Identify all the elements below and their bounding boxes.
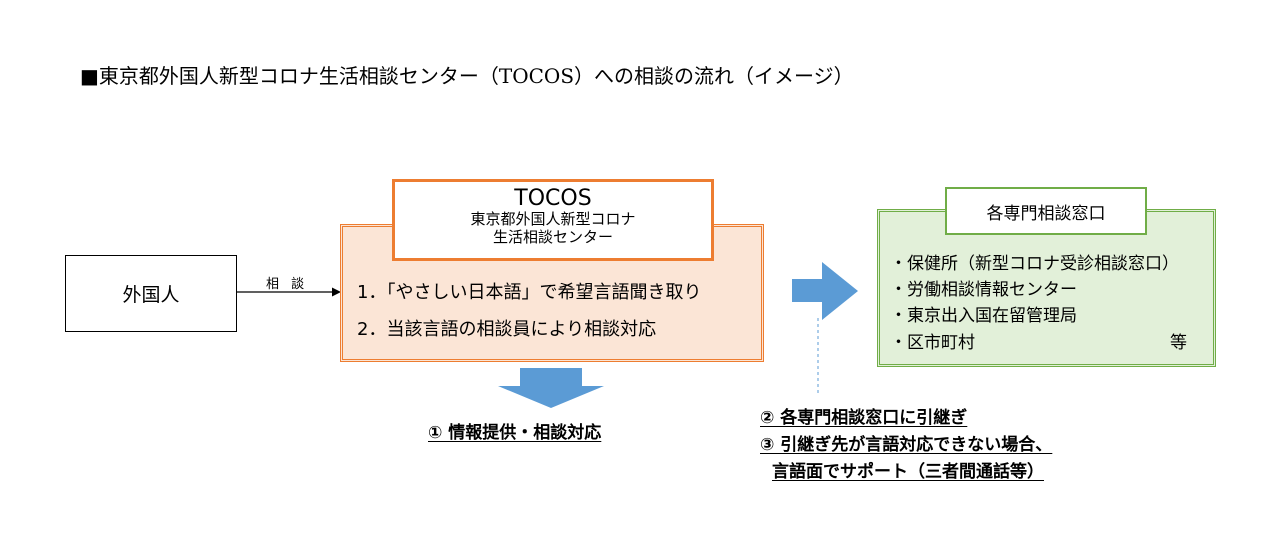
specialist-item: ・労働相談情報センター <box>890 280 1077 300</box>
page-title: ■東京都外国人新型コロナ生活相談センター（TOCOS）への相談の流れ（イメージ） <box>80 64 854 88</box>
specialist-item: ・東京出入国在留管理局 <box>890 306 1077 326</box>
note-language-support-1: ③ 引継ぎ先が言語対応できない場合、 <box>760 435 1053 455</box>
tocos-header: TOCOS 東京都外国人新型コロナ 生活相談センター <box>392 179 714 261</box>
note-info-provision: ① 情報提供・相談対応 <box>428 423 602 443</box>
consult-arrow-label: 相 談 <box>266 277 309 292</box>
dashed-connector <box>817 318 819 394</box>
foreigner-label: 外国人 <box>122 284 180 306</box>
specialist-item: ・区市町村 <box>890 333 975 353</box>
tocos-subtitle-line1: 東京都外国人新型コロナ <box>470 210 636 229</box>
consult-arrow <box>236 287 341 297</box>
tocos-name: TOCOS <box>514 186 592 211</box>
specialist-item: ・保健所（新型コロナ受診相談窓口） <box>890 254 1179 274</box>
tocos-subtitle-line2: 生活相談センター <box>492 227 613 246</box>
tocos-step-1: 1．「やさしい日本語」で希望言語聞き取り <box>357 282 702 303</box>
specialist-header: 各専門相談窓口 <box>945 187 1147 235</box>
specialist-header-label: 各専門相談窓口 <box>986 203 1106 224</box>
down-arrow <box>498 368 604 408</box>
tocos-step-2: 2．当該言語の相談員により相談対応 <box>357 319 657 340</box>
right-arrow <box>792 262 858 320</box>
note-handover: ② 各専門相談窓口に引継ぎ <box>760 408 968 428</box>
note-language-support-2: 言語面でサポート（三者間通話等） <box>772 462 1044 482</box>
specialist-etc: 等 <box>1170 333 1187 353</box>
foreigner-box: 外国人 <box>65 255 237 332</box>
